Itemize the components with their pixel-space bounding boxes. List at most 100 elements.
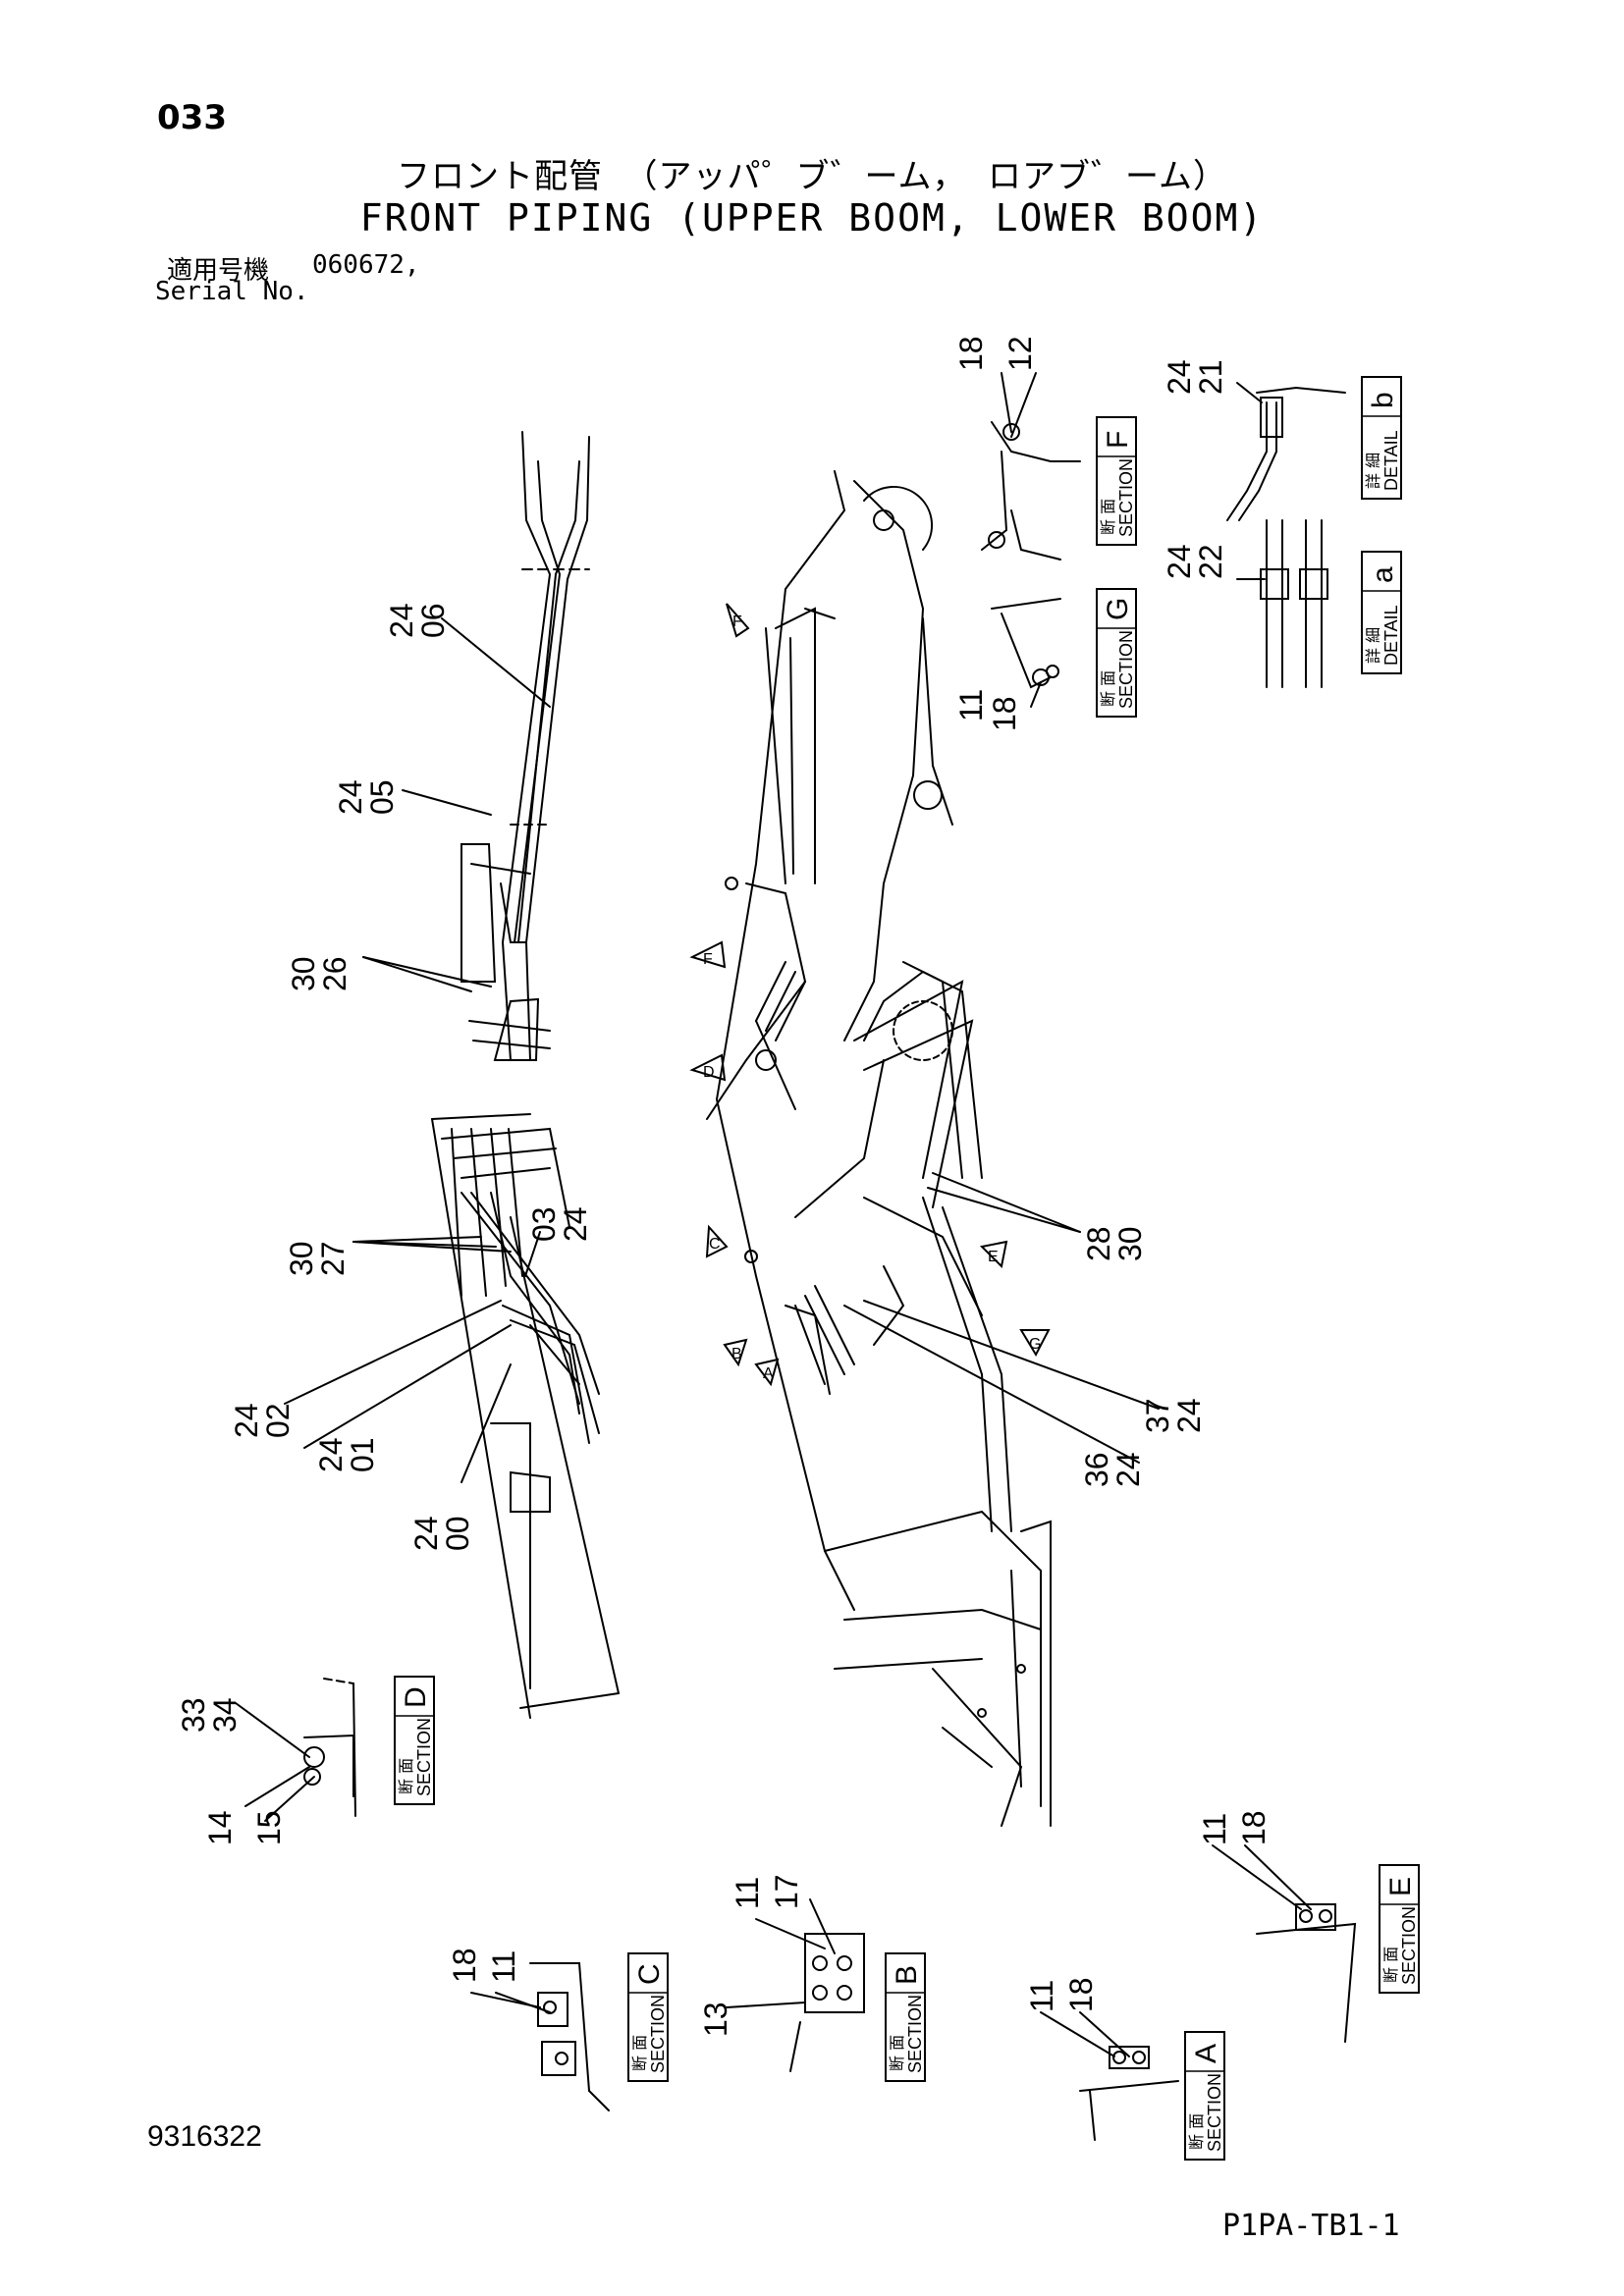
svg-text:断 面: 断 面 xyxy=(630,2035,649,2071)
lower-boom-pipe-view xyxy=(431,1113,620,1719)
svg-text:24: 24 xyxy=(1110,1452,1146,1487)
svg-text:33: 33 xyxy=(176,1697,211,1733)
title-japanese: フロント配管 （アッパ゜ブ゛ーム， ロアブ゛ーム） xyxy=(397,157,1227,196)
svg-text:11: 11 xyxy=(1024,1980,1059,2012)
svg-text:SECTION: SECTION xyxy=(1116,458,1136,537)
svg-text:D: D xyxy=(400,1686,432,1708)
detail-a-sketch xyxy=(1260,519,1328,688)
svg-text:18: 18 xyxy=(447,1948,482,1983)
svg-text:DETAIL: DETAIL xyxy=(1381,430,1401,491)
reference-code: P1PA-TB1-1 xyxy=(1222,2209,1400,2243)
callout-30-27: 30 27 xyxy=(284,1241,351,1276)
svg-text:28: 28 xyxy=(1081,1226,1116,1261)
callout-18-12: 18 12 xyxy=(953,336,1038,371)
serial-label-english: Serial No. xyxy=(155,277,309,306)
svg-text:18: 18 xyxy=(1063,1977,1099,2012)
svg-text:11: 11 xyxy=(953,689,989,721)
svg-text:24: 24 xyxy=(333,779,368,815)
svg-text:00: 00 xyxy=(440,1516,475,1551)
callout-36-24: 36 24 xyxy=(1079,1452,1146,1487)
boom-main-view xyxy=(706,470,1052,1827)
svg-text:C: C xyxy=(633,1963,666,1985)
callout-18-11-section-c: 18 11 xyxy=(447,1948,521,1983)
view-arrow-shapes xyxy=(689,603,1051,1387)
section-e-sketch xyxy=(1256,1903,1357,2043)
section-e-label: 断 面 SECTION E xyxy=(1379,1864,1420,1994)
svg-text:11: 11 xyxy=(1197,1813,1232,1845)
section-labels: 断 面 SECTION F 断 面 SECTION G 詳 細 DETAIL b… xyxy=(394,376,1420,2161)
svg-text:15: 15 xyxy=(251,1810,287,1845)
svg-text:06: 06 xyxy=(415,603,451,638)
section-a-label: 断 面 SECTION A xyxy=(1184,2031,1225,2161)
svg-text:37: 37 xyxy=(1140,1398,1175,1433)
svg-text:a: a xyxy=(1367,566,1399,583)
callout-28-30: 28 30 xyxy=(1081,1226,1148,1261)
view-arrow-f-lower: F xyxy=(703,951,713,968)
section-c-label: 断 面 SECTION C xyxy=(627,1952,669,2082)
svg-text:01: 01 xyxy=(345,1437,380,1472)
section-c-sketch xyxy=(529,1962,610,2111)
svg-text:24: 24 xyxy=(384,603,419,638)
svg-text:11: 11 xyxy=(730,1877,765,1909)
document-number: 9316322 xyxy=(147,2120,262,2153)
svg-text:21: 21 xyxy=(1193,359,1228,395)
view-arrow-d: D xyxy=(703,1064,715,1081)
view-arrow-a: A xyxy=(763,1365,774,1382)
svg-text:断 面: 断 面 xyxy=(1099,499,1117,535)
svg-text:断 面: 断 面 xyxy=(888,2035,906,2071)
svg-text:断 面: 断 面 xyxy=(397,1758,415,1794)
callout-03-24: 03 24 xyxy=(526,1206,593,1242)
section-b-sketch xyxy=(789,1933,865,2072)
detail-a-label: 詳 細 DETAIL a xyxy=(1361,551,1402,674)
svg-text:b: b xyxy=(1367,392,1399,408)
callout-24-21: 24 21 xyxy=(1162,359,1228,395)
svg-text:30: 30 xyxy=(1112,1226,1148,1261)
view-arrow-e: E xyxy=(988,1249,999,1265)
callout-11-18-section-a: 11 18 xyxy=(1024,1977,1099,2012)
serial-number-value: 060672, xyxy=(312,250,420,280)
svg-text:27: 27 xyxy=(315,1241,351,1276)
view-arrow-g: G xyxy=(1029,1336,1041,1353)
svg-text:18: 18 xyxy=(953,336,989,371)
svg-text:詳 細: 詳 細 xyxy=(1364,453,1382,489)
svg-text:13: 13 xyxy=(698,2002,733,2037)
svg-text:E: E xyxy=(1384,1877,1417,1896)
callout-14-15: 14 15 xyxy=(202,1810,287,1845)
svg-text:SECTION: SECTION xyxy=(1399,1906,1419,1985)
svg-text:A: A xyxy=(1190,2044,1222,2063)
section-f-label: 断 面 SECTION F xyxy=(1096,416,1137,546)
callout-11-18-section-e: 11 18 xyxy=(1197,1810,1272,1845)
svg-text:11: 11 xyxy=(486,1950,521,1983)
svg-text:30: 30 xyxy=(286,956,321,991)
upper-boom-pipe-view xyxy=(460,431,590,1061)
section-g-label: 断 面 SECTION G xyxy=(1096,588,1137,718)
detail-b-label: 詳 細 DETAIL b xyxy=(1361,376,1402,500)
svg-text:22: 22 xyxy=(1193,544,1228,579)
callout-24-01: 24 01 xyxy=(313,1437,380,1472)
svg-text:12: 12 xyxy=(1002,336,1038,371)
svg-text:34: 34 xyxy=(207,1697,243,1733)
svg-text:B: B xyxy=(891,1965,923,1985)
callout-24-02: 24 02 xyxy=(229,1403,296,1438)
svg-text:24: 24 xyxy=(1162,359,1197,395)
svg-text:F: F xyxy=(1102,431,1134,449)
svg-text:18: 18 xyxy=(1236,1810,1272,1845)
svg-text:24: 24 xyxy=(1171,1398,1207,1433)
callout-24-05: 24 05 xyxy=(333,779,400,815)
callout-24-22: 24 22 xyxy=(1162,544,1228,579)
callout-33-34: 33 34 xyxy=(176,1697,243,1733)
callout-13: 13 xyxy=(698,2002,733,2037)
svg-text:SECTION: SECTION xyxy=(905,1995,925,2073)
section-g-sketch xyxy=(991,598,1061,689)
svg-text:02: 02 xyxy=(260,1403,296,1438)
section-a-sketch xyxy=(1079,2046,1179,2141)
callout-24-00: 24 00 xyxy=(408,1516,475,1551)
svg-text:断 面: 断 面 xyxy=(1187,2113,1206,2150)
section-b-label: 断 面 SECTION B xyxy=(885,1952,926,2082)
svg-text:断 面: 断 面 xyxy=(1099,670,1117,707)
callout-30-26: 30 26 xyxy=(286,956,352,991)
svg-text:05: 05 xyxy=(364,779,400,815)
callout-11-18-section-g: 11 18 xyxy=(953,689,1022,731)
svg-text:18: 18 xyxy=(987,696,1022,731)
